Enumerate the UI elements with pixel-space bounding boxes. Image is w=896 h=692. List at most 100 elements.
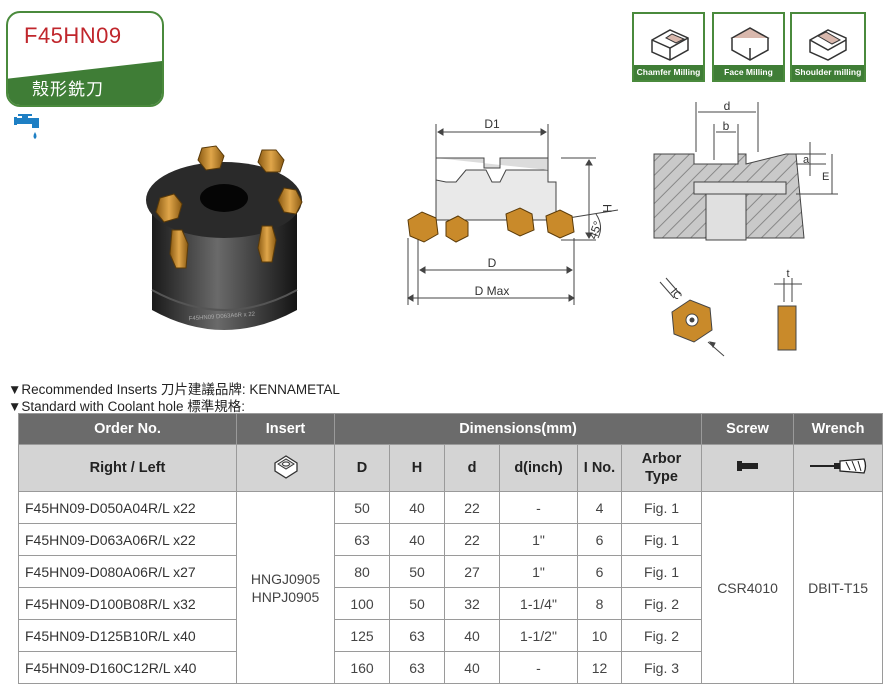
- dim-d-inch-cell: 1": [499, 555, 578, 588]
- subheader-d-inch: d(inch): [499, 444, 578, 492]
- arbor-type-cell: Fig. 2: [620, 619, 703, 652]
- dim-d-inch-cell: 1": [499, 523, 578, 556]
- subheader-D: D: [334, 444, 390, 492]
- wrench-cell: DBIT-T15: [793, 491, 884, 684]
- subheader-arbor-type: Arbor Type: [620, 444, 703, 492]
- coolant-tap-icon: [14, 114, 39, 139]
- subheader-i-no: I No.: [577, 444, 622, 492]
- recommended-inserts-note: ▼Recommended Inserts 刀片建議品牌: KENNAMETAL: [8, 382, 340, 397]
- dim-d-inch-cell: -: [499, 651, 578, 684]
- milling-type-label: Face Milling: [714, 65, 783, 80]
- label-t: t: [786, 268, 789, 280]
- label-b: b: [723, 119, 730, 133]
- milling-type-shoulder: Shoulder milling: [790, 12, 866, 82]
- dim-H-cell: 50: [389, 555, 445, 588]
- dim-D-cell: 63: [334, 523, 390, 556]
- header-insert: Insert: [236, 413, 335, 445]
- subheader-screw-icon: [701, 444, 795, 492]
- subheader-H: H: [389, 444, 445, 492]
- dim-d-cell: 40: [444, 651, 500, 684]
- face-milling-icon: [730, 27, 770, 61]
- dim-d-inch-cell: 1-1/2": [499, 619, 578, 652]
- standard-coolant-note: ▼Standard with Coolant hole 標準規格:: [8, 399, 245, 414]
- insert-type-1: HNGJ0905: [250, 570, 321, 587]
- label-D-max: D Max: [475, 284, 510, 298]
- insert-count-cell: 8: [577, 587, 622, 620]
- order-number-cell: F45HN09-D160C12R/L x40: [18, 651, 237, 684]
- milling-type-label: Chamfer Milling: [634, 65, 703, 80]
- header-screw: Screw: [701, 413, 795, 445]
- product-name-cn: 殼形銑刀: [32, 80, 104, 99]
- arbor-label-1: Arbor: [641, 451, 682, 467]
- order-number-cell: F45HN09-D125B10R/L x40: [18, 619, 237, 652]
- insert-top-view: IC: [659, 277, 725, 357]
- specification-table: Order No. Insert Dimensions(mm) Screw Wr…: [18, 413, 884, 684]
- insert-side-view: t: [774, 268, 802, 351]
- section-view-drawing: d b a E: [653, 99, 838, 241]
- cutter-photo: F45HN09 D063A6R x 22: [146, 145, 303, 330]
- dim-D-cell: 160: [334, 651, 390, 684]
- subheader-d: d: [444, 444, 500, 492]
- insert-count-cell: 12: [577, 651, 622, 684]
- dim-H-cell: 40: [389, 523, 445, 556]
- insert-count-cell: 10: [577, 619, 622, 652]
- dim-D-cell: 50: [334, 491, 390, 524]
- label-d: d: [724, 99, 731, 113]
- arbor-type-cell: Fig. 2: [620, 587, 703, 620]
- subheader-wrench-icon: [793, 444, 884, 492]
- dim-H-cell: 40: [389, 491, 445, 524]
- side-view-drawing: D1 H D D Max 45°: [407, 117, 619, 305]
- wrench-icon: [810, 457, 867, 474]
- order-number-cell: F45HN09-D100B08R/L x32: [18, 587, 237, 620]
- order-number-cell: F45HN09-D050A04R/L x22: [18, 491, 237, 524]
- screw-cell: CSR4010: [701, 491, 795, 684]
- arbor-type-cell: Fig. 3: [620, 651, 703, 684]
- dim-d-cell: 27: [444, 555, 500, 588]
- dim-H-cell: 50: [389, 587, 445, 620]
- dim-H-cell: 63: [389, 619, 445, 652]
- subheader-insert-icon: [236, 444, 335, 492]
- insert-count-cell: 6: [577, 523, 622, 556]
- dim-D-cell: 80: [334, 555, 390, 588]
- dim-d-inch-cell: 1-1/4": [499, 587, 578, 620]
- label-D: D: [488, 256, 497, 270]
- dim-D-cell: 100: [334, 587, 390, 620]
- dim-d-cell: 40: [444, 619, 500, 652]
- dim-d-cell: 32: [444, 587, 500, 620]
- milling-type-chamfer: Chamfer Milling: [632, 12, 705, 82]
- dim-d-inch-cell: -: [499, 491, 578, 524]
- label-D1: D1: [484, 117, 500, 131]
- arbor-label-2: Type: [645, 469, 678, 485]
- label-H: H: [600, 204, 614, 213]
- product-code: F45HN09: [24, 23, 122, 48]
- label-IC: IC: [668, 286, 684, 302]
- subheader-right-left: Right / Left: [18, 444, 237, 492]
- milling-type-label: Shoulder milling: [792, 65, 864, 80]
- insert-icon: [273, 454, 298, 479]
- insert-count-cell: 6: [577, 555, 622, 588]
- milling-type-face: Face Milling: [712, 12, 785, 82]
- label-a: a: [803, 154, 810, 166]
- header-dimensions: Dimensions(mm): [333, 413, 703, 445]
- screw-icon: [736, 461, 758, 471]
- dim-D-cell: 125: [334, 619, 390, 652]
- dim-d-cell: 22: [444, 523, 500, 556]
- product-badge: F45HN09 殼形銑刀: [6, 11, 164, 107]
- arbor-type-cell: Fig. 1: [620, 555, 703, 588]
- insert-count-cell: 4: [577, 491, 622, 524]
- header-order-no: Order No.: [18, 413, 237, 445]
- label-angle: 45°: [586, 219, 605, 241]
- order-number-cell: F45HN09-D080A06R/L x27: [18, 555, 237, 588]
- label-E: E: [822, 171, 829, 183]
- arbor-type-cell: Fig. 1: [620, 523, 703, 556]
- order-number-cell: F45HN09-D063A06R/L x22: [18, 523, 237, 556]
- tool-marking-text: F45HN09 D063A6R x 22: [189, 312, 256, 323]
- header-wrench: Wrench: [793, 413, 884, 445]
- dim-d-cell: 22: [444, 491, 500, 524]
